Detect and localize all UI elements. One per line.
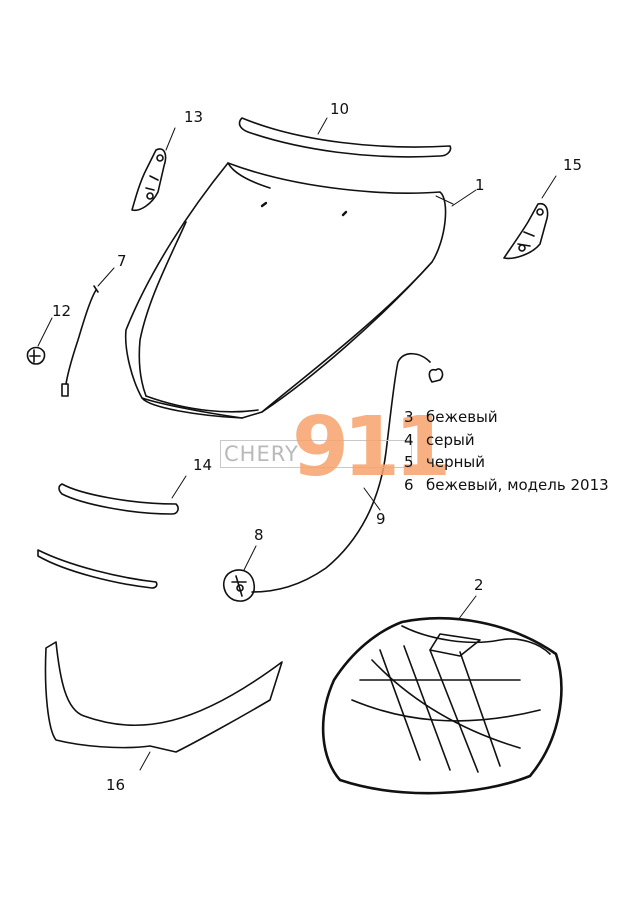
part-hinge-left-13 <box>131 148 167 212</box>
legend-row: 4 серый <box>404 429 609 452</box>
callout-7: 7 <box>117 252 127 270</box>
legend-code: 4 <box>404 430 414 449</box>
watermark-box <box>220 440 412 468</box>
part-cable-7 <box>61 285 99 397</box>
callout-14: 14 <box>193 456 213 474</box>
legend-row: 6 бежевый, модель 2013 <box>404 474 609 497</box>
part-release-cable-9 <box>251 352 444 593</box>
part-seal-strip-10 <box>238 117 452 158</box>
part-clip-12 <box>26 346 46 365</box>
color-legend: 3 бежевый 4 серый 5 черный 6 бежевый, мо… <box>404 406 609 496</box>
callout-15: 15 <box>563 156 583 174</box>
part-insulation-2 <box>321 616 563 795</box>
legend-row: 5 черный <box>404 451 609 474</box>
callout-13: 13 <box>184 108 204 126</box>
part-trim-16 <box>44 641 283 753</box>
part-hinge-right-15 <box>503 202 549 260</box>
part-trim-strip-14 <box>58 483 179 515</box>
callout-9: 9 <box>376 510 386 528</box>
callout-12: 12 <box>52 302 72 320</box>
leader-lines <box>37 117 557 771</box>
legend-text: серый <box>426 430 475 449</box>
callout-2: 2 <box>474 576 484 594</box>
legend-row: 3 бежевый <box>404 406 609 429</box>
part-trim-strip-lower <box>37 549 158 589</box>
part-hood <box>124 162 454 419</box>
legend-code: 5 <box>404 453 414 472</box>
legend-code: 6 <box>404 475 414 494</box>
watermark-number: 911 <box>292 400 451 495</box>
callout-8: 8 <box>254 526 264 544</box>
legend-text: черный <box>426 453 486 472</box>
legend-text: бежевый, модель 2013 <box>426 475 609 494</box>
legend-text: бежевый <box>426 408 498 427</box>
watermark-brand: CHERY <box>224 442 299 466</box>
callout-1: 1 <box>475 176 485 194</box>
legend-code: 3 <box>404 408 414 427</box>
callout-16: 16 <box>106 776 126 794</box>
callout-10: 10 <box>330 100 350 118</box>
part-lock-8 <box>222 569 256 602</box>
